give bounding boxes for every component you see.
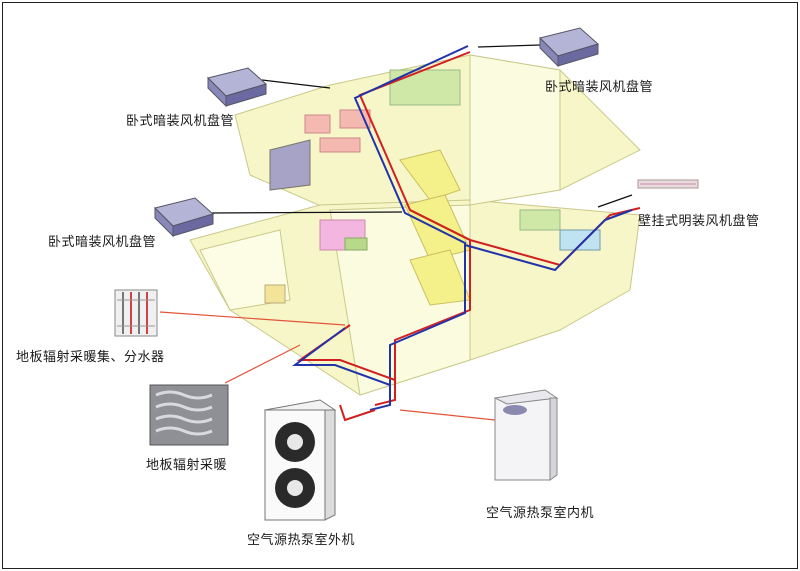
furniture (264, 69, 601, 304)
outdoor-unit-icon (263, 399, 337, 521)
leader-lines-black (211, 44, 633, 214)
label-fcu-concealed-upper-right: 卧式暗装风机盘管 (545, 80, 654, 95)
leader-lines (159, 311, 496, 421)
staircase (399, 149, 471, 306)
fcu-wall-icon (637, 179, 699, 189)
supply-pipe-mid (409, 209, 471, 241)
fcu-concealed-icon-1 (207, 67, 268, 108)
supply-pipe (358, 51, 471, 406)
pipe-network (291, 45, 641, 422)
label-outdoor-unit: 空气源热泵室外机 (247, 533, 356, 548)
label-floor-heating: 地板辐射采暖 (146, 458, 228, 473)
return-pipe-right (464, 209, 633, 272)
label-floor-manifold: 地板辐射采暖集、分水器 (16, 350, 165, 365)
indoor-unit-icon (493, 389, 559, 481)
floor-heating-photo-icon (149, 384, 229, 446)
label-fcu-concealed-top: 卧式暗装风机盘管 (126, 114, 235, 129)
floor-manifold-icon (114, 289, 158, 337)
return-pipe (353, 45, 469, 411)
label-fcu-concealed-mid: 卧式暗装风机盘管 (48, 235, 157, 250)
fcu-concealed-icon-2 (539, 27, 600, 68)
label-fcu-wall-exposed: 壁挂式明装风机盘管 (638, 214, 760, 229)
return-pipe-manifold (291, 327, 391, 386)
refrigerant-pipe (339, 404, 376, 422)
fcu-concealed-icon-3 (154, 197, 215, 238)
label-indoor-unit: 空气源热泵室内机 (486, 506, 595, 521)
